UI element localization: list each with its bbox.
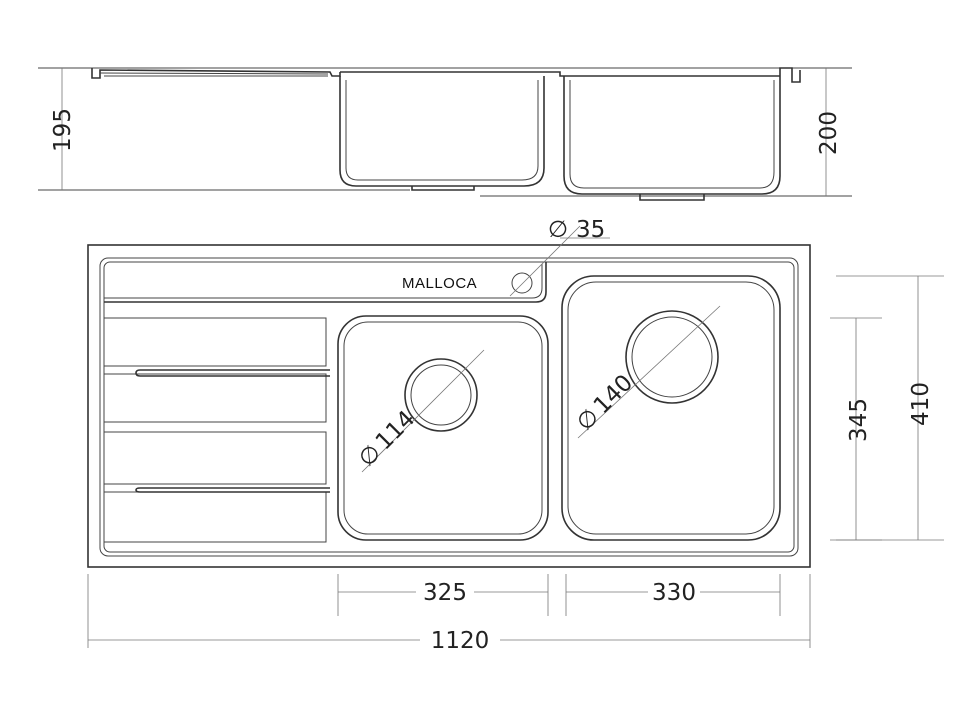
- bowl-left-width-label: 325: [423, 580, 467, 606]
- side-height-left-label: 195: [50, 108, 76, 152]
- brand-label: MALLOCA: [402, 275, 477, 292]
- side-elevation: [38, 67, 852, 201]
- drain-small-diameter-label: 114: [371, 406, 420, 455]
- drainboard: [103, 317, 330, 543]
- total-width-label: 1120: [431, 628, 490, 654]
- right-bowl: [561, 275, 781, 541]
- bowl-right-width-label: 330: [652, 580, 696, 606]
- drain-large-label-group: ∅ 140: [572, 370, 638, 436]
- bowl-height-label: 345: [846, 398, 872, 442]
- overflow-hole: [509, 225, 610, 297]
- left-bowl: [337, 315, 549, 541]
- side-height-right-label: 200: [816, 111, 842, 155]
- overflow-diameter-label: 35: [576, 217, 605, 243]
- drain-large: [625, 310, 719, 404]
- horizontal-dimensions: [87, 574, 811, 648]
- vertical-dimensions: [830, 275, 944, 541]
- overflow-diameter-symbol: ∅: [548, 217, 568, 243]
- total-depth-label: 410: [908, 382, 934, 426]
- drain-small: [404, 358, 478, 432]
- drain-small-label-group: ∅ 114: [354, 406, 420, 472]
- plan-view: [87, 244, 811, 568]
